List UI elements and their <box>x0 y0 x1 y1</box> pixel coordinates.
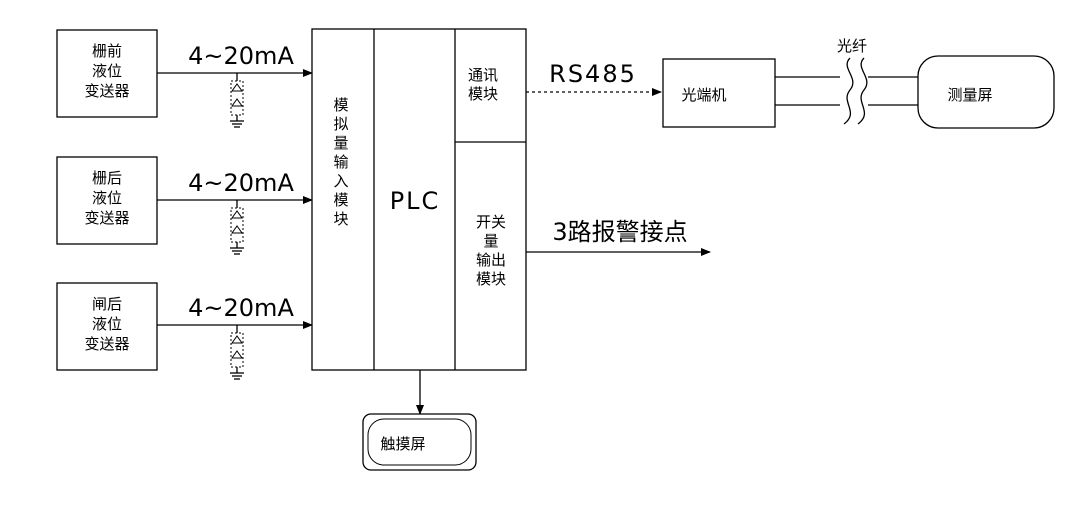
analog-input-module: 模 拟 量 输 入 模 块 <box>333 96 348 228</box>
optical-terminal-label: 光端机 <box>681 86 726 104</box>
transmitter-1-line-2: 液位 <box>92 62 122 80</box>
transmitter-2-line-3: 变送器 <box>84 209 129 227</box>
transmitter-3-line-2: 液位 <box>92 315 122 333</box>
comm-module-line-1: 通讯 <box>468 66 498 84</box>
analog-module-char-2: 拟 <box>333 115 348 133</box>
transmitter-2-line-1: 栅后 <box>92 169 122 187</box>
optical-terminal: 光端机 <box>662 58 776 128</box>
surge-protector-1-icon <box>230 73 244 128</box>
transmitter-3-line-1: 闸后 <box>92 295 122 313</box>
switch-module-line-1: 开关 <box>476 213 506 231</box>
fiber-break-right-icon <box>857 57 868 125</box>
plc-cabinet <box>311 28 527 371</box>
surge-protector-3-icon <box>230 325 244 380</box>
signal-label-1: 4~20mA <box>188 42 294 70</box>
transmitter-2-line-2: 液位 <box>92 189 122 207</box>
comm-module-line-2: 模块 <box>468 85 498 103</box>
touch-screen: 触摸屏 <box>362 413 477 471</box>
measurement-screen: 测量屏 <box>917 55 1055 129</box>
analog-module-char-6: 模 <box>333 191 348 209</box>
switch-module-line-4: 模块 <box>476 270 506 288</box>
transmitter-3: 闸后 液位 变送器 <box>56 282 158 371</box>
analog-module-char-4: 输 <box>333 153 348 171</box>
analog-module-char-3: 量 <box>333 134 348 152</box>
analog-module-char-1: 模 <box>333 96 348 114</box>
switch-module-line-3: 输出 <box>476 251 506 269</box>
fiber-link <box>775 57 920 125</box>
transmitter-1-line-3: 变送器 <box>84 82 129 100</box>
rs485-label: RS485 <box>549 60 637 88</box>
alarm-output-label: 3路报警接点 <box>552 218 687 246</box>
signal-label-2: 4~20mA <box>188 169 294 197</box>
touch-screen-label: 触摸屏 <box>380 435 425 453</box>
transmitter-1-line-1: 栅前 <box>92 42 122 60</box>
transmitter-2: 栅后 液位 变送器 <box>56 156 158 245</box>
fiber-label: 光纤 <box>837 37 867 55</box>
switch-output-module: 开关 量 输出 模块 <box>476 213 506 288</box>
analog-module-char-5: 入 <box>333 172 348 190</box>
plc-label: PLC <box>390 187 441 215</box>
switch-module-line-2: 量 <box>483 232 498 250</box>
transmitter-1: 栅前 液位 变送器 <box>56 29 158 118</box>
signal-label-3: 4~20mA <box>188 294 294 322</box>
fiber-break-left-icon <box>843 57 854 125</box>
surge-protector-2-icon <box>230 200 244 255</box>
analog-module-char-7: 块 <box>333 210 348 228</box>
transmitter-3-line-3: 变送器 <box>84 335 129 353</box>
measurement-screen-label: 测量屏 <box>947 86 992 104</box>
comm-module: 通讯 模块 <box>468 66 498 103</box>
